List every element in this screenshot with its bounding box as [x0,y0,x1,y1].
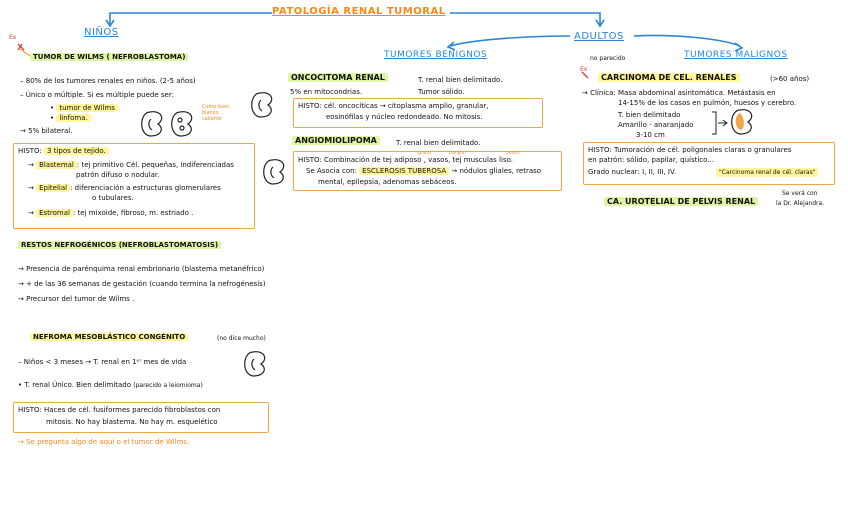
page-title: PATOLOGÍA RENAL TUMORAL [272,6,446,17]
wilms-histo-title: 3 tipos de tejido. [44,147,109,155]
angio-histo-label: HISTO: [298,156,322,164]
oncocitoma-note: T. renal bien delimitado. [418,76,502,85]
wilms-histo-label: HISTO: [18,147,42,155]
nefroma-line-2-text: T. renal Único. Bien delimitado [24,381,131,389]
urotelial-title: CA. UROTELIAL DE PELVIS RENAL [604,197,758,206]
nefroma-title: NEFROMA MESOBLÁSTICO CONGÉNITO [30,333,188,341]
estromal-label: Estromal [36,209,73,217]
wilms-bullet-2-text: Único o múltiple. Si es múltiple puede s… [26,91,174,99]
nefroma-histo-2: mitosis. No hay blastema. No hay m. esqu… [46,418,218,427]
adultos-heading: ADULTOS [574,31,624,42]
wilms-histo-head: HISTO: 3 tipos de tejido. [18,147,109,156]
wilms-side-note: Como bien blanco caliente [202,104,236,122]
wilms-estromal: → Estromal: tej mixoide, fibroso, m. est… [28,209,193,218]
oncocitoma-line-2: Tumor sólido. [418,88,465,97]
urotelial-note-2: la Dr. Alejandra. [776,200,824,207]
wilms-bullet-2: – Único o múltiple. Si es múltiple puede… [20,91,174,100]
carcinoma-title: CARCINOMA DE CEL. RENALES [598,73,740,82]
carcinoma-age: (>60 años) [770,75,809,84]
nefroma-line-1-text: Niños < 3 meses → T. renal en 1ᵉʳ mes de… [24,358,187,366]
clinica-line-1: → Clínica: Masa abdominal asintomática. … [582,89,776,98]
oncocitoma-histo-label: HISTO: [298,102,322,110]
carcinoma-bullet-1: T. bien delimitado [618,111,680,120]
oncocitoma-title: ONCOCITOMA RENAL [288,73,388,82]
epitelial-text-2: o tubulares. [92,194,134,203]
adultos-note: no parecido [590,55,625,62]
estromal-text: : tej mixoide, fibroso, m. estriado . [73,209,193,217]
clinica-label: Clínica: [590,89,616,97]
clinica-line-1-text: Masa abdominal asintomática. Metástasis … [618,89,776,97]
wilms-bullet-1: – 80% de los tumores renales en niños. (… [20,77,196,86]
restos-title: RESTOS NEFROGÉNICOS (NEFROBLASTOMATOSIS) [18,241,221,249]
oncocitoma-line-1: 5% en mitocondrias. [290,88,362,97]
ninos-heading: NIÑOS [84,27,119,38]
restos-line-3: → Precursor del tumor de Wilms . [18,295,134,304]
epitelial-label: Epitelial [36,184,70,192]
nefroma-histo-1-text: Haces de cél. fusiformes parecido fibrob… [44,406,220,414]
nefroma-footer: → Se pregunta algo de aquí o el tumor de… [18,438,189,447]
angiomiolipoma-title: ANGIOMIOLIPOMA [292,136,380,145]
malignos-ex-tag: Ex [580,66,587,73]
angio-histo-2-text: Se Asocia con: [306,167,357,175]
wilms-blastemal: → Blastemal: tej primitivo Cél. pequeñas… [28,161,234,170]
carcinoma-grado: Grado nuclear: I, II, III, IV. [588,168,676,177]
restos-line-1: → Presencia de parénquima renal embriona… [18,265,264,274]
benignos-heading: TUMORES BENIGNOS [384,50,487,60]
oncocitoma-histo-2: eosinófilas y núcleo redondeado. No mito… [326,113,483,122]
angiomiolipoma-histo-1: HISTO: Combinación de tej adiposo , vaso… [298,156,513,165]
angio-sub-2: (sangre) [449,150,466,155]
wilms-bullet-5: → 5% bilateral. [20,127,72,136]
restos-line-2: → + de las 36 semanas de gestación (cuan… [18,280,266,289]
angio-sub-1: (grasa) [417,150,431,155]
restos-line-3-text: Precursor del tumor de Wilms . [26,295,134,303]
wilms-bullet-4-text: linfoma. [56,114,90,122]
blastemal-text-2: patrón difuso o nodular. [76,171,159,180]
ninos-ex-tag: Ex [9,34,16,41]
carcinoma-histo-2: en patrón: sólido, papilar, quístico... [588,156,714,165]
restos-line-1-text: Presencia de parénquima renal embrionari… [26,265,264,273]
clinica-line-2: 14-15% de los casos en pulmón, huesos y … [618,99,796,108]
angiomiolipoma-histo-2: Se Asocia con: ESCLEROSIS TUBEROSA → nód… [306,167,541,176]
angiomiolipoma-note: T. renal bien delimitado. [396,139,480,148]
restos-line-2-text: + de las 36 semanas de gestación (cuando… [26,280,265,288]
carcinoma-bullet-3: 3-10 cm [636,131,665,140]
wilms-epitelial: → Epitelial: diferenciación a estructura… [28,184,221,193]
wilms-bullet-3: • tumor de Wilms [50,104,118,113]
angio-histo-1-text: Combinación de tej adiposo , vasos, tej … [324,156,513,164]
carcinoma-bullet-2: Amarillo - anaranjado [618,121,693,130]
urotelial-note-1: Se verá con [782,190,817,197]
nefroma-histo-label: HISTO: [18,406,42,414]
wilms-bullet-5-text: 5% bilateral. [28,127,72,135]
wilms-title: TUMOR DE WILMS ( NEFROBLASTOMA) [30,53,188,61]
angio-sub-3: (músc) [506,150,520,155]
nefroma-line-2: • T. renal Único. Bien delimitado (parec… [18,381,203,390]
blastemal-text: : tej primitivo Cél. pequeñas, indiferen… [77,161,234,169]
angiomiolipoma-histo-3: mental, epilepsia, adenomas sebáceos. [318,178,456,187]
wilms-bullet-4: • linfoma. [50,114,91,123]
nefroma-histo-1: HISTO: Haces de cél. fusiformes parecido… [18,406,220,415]
nefroma-line-2-note: (parecido a leiomioma) [133,382,203,389]
malignos-heading: TUMORES MALIGNOS [684,50,788,60]
nefroma-line-1: – Niños < 3 meses → T. renal en 1ᵉʳ mes … [18,358,186,367]
epitelial-text: : diferenciación a estructuras glomerula… [70,184,221,192]
wilms-bullet-1-text: 80% de los tumores renales en niños. (2-… [26,77,196,85]
blastemal-label: Blastemal [36,161,77,169]
nefroma-title-note: (no dice mucho) [217,335,266,342]
oncocitoma-histo-1-text: cél. oncocíticas → citoplasma amplio, gr… [324,102,488,110]
carcinoma-histo-1-text: Tumoración de cél. poligonales claras o … [614,146,791,154]
esclerosis-tuberosa: ESCLEROSIS TUBEROSA [359,167,449,175]
carcinoma-note: "Carcinoma renal de cél. claras" [716,168,818,177]
oncocitoma-histo-1: HISTO: cél. oncocíticas → citoplasma amp… [298,102,489,111]
carcinoma-histo-label: HISTO: [588,146,612,154]
carcinoma-histo-1: HISTO: Tumoración de cél. poligonales cl… [588,146,791,155]
wilms-bullet-3-text: tumor de Wilms [56,104,117,112]
angio-histo-2b-text: → nódulos gliales, retraso [451,167,541,175]
